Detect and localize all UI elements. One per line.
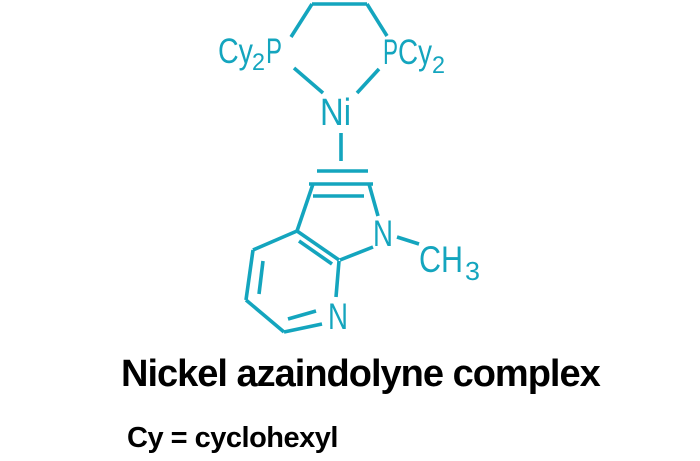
bond-ch2-p-left: [289, 3, 314, 38]
bond-c4-c5-inner: [257, 260, 265, 295]
bond-c2-n1: [367, 183, 380, 217]
bond-n1-c7a: [339, 245, 374, 262]
bond-c5-c6: [244, 298, 286, 334]
bond-c7a-c3a-inner: [297, 239, 334, 266]
bond-p-right-ni: [355, 67, 381, 95]
figure-legend: Cy = cyclohexyl: [127, 422, 338, 454]
bond-n1-ch3: [396, 235, 420, 246]
bond-group: [244, 2, 420, 334]
atom-label-p-left: P: [266, 32, 282, 71]
bond-c7a-c3a: [295, 229, 341, 262]
atom-label-p-right: P: [383, 33, 398, 72]
atom-label-nickel: Ni: [320, 92, 351, 134]
bond-p-left-ni: [292, 66, 325, 95]
bond-ch2-p-right: [365, 3, 389, 37]
bond-n7-c7a: [334, 260, 341, 298]
atom-label-cy-right-subscript: 2: [432, 52, 445, 79]
bond-c6-n7: [283, 322, 323, 334]
atom-label-cy-left: Cy: [218, 32, 253, 71]
bond-c3a-c4: [252, 229, 298, 252]
atom-label-cy-right: Cy: [398, 33, 432, 72]
figure-title: Nickel azaindolyne complex: [121, 353, 601, 395]
bond-c3-c3a: [295, 183, 315, 232]
atom-label-methyl-subscript: 3: [465, 256, 480, 286]
bond-c4-c5: [244, 249, 255, 301]
atom-label-pyridine-nitrogen: N: [328, 296, 348, 337]
atom-label-group: Cy 2 P P Cy 2 Ni N N CH 3: [218, 32, 480, 337]
bond-c6-n7-inner: [287, 309, 317, 321]
atom-label-cy-left-subscript: 2: [252, 49, 265, 76]
atom-label-methyl: CH: [419, 239, 463, 280]
atom-label-pyrrole-nitrogen: N: [373, 213, 393, 254]
